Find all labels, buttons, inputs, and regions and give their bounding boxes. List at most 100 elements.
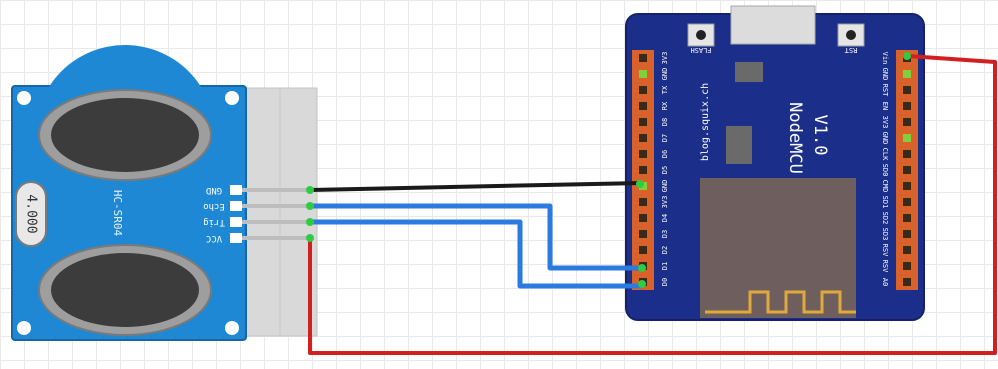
right-pin-label: SD2 — [881, 212, 889, 225]
wire-end — [636, 180, 644, 188]
right-pin-sd1[interactable] — [903, 198, 911, 206]
pin-lead — [242, 188, 310, 192]
wires — [306, 52, 997, 355]
left-pin-d2[interactable] — [639, 246, 647, 254]
hc-sr04-sensor: 4.000 HC-SR04 GND Echo Trig VCC — [11, 45, 310, 341]
left-pin-label: D1 — [661, 262, 669, 270]
right-pin-clk[interactable] — [903, 150, 911, 158]
wire-end — [306, 202, 314, 210]
mount-hole — [225, 91, 239, 105]
right-pin-a0[interactable] — [903, 278, 911, 286]
right-pin-labels: VinGNDRSTEN3V3GNDCLKSD0CMDSD1SD2SD3RSVRS… — [881, 52, 889, 287]
left-pin-d3[interactable] — [639, 230, 647, 238]
right-pin-rsv[interactable] — [903, 246, 911, 254]
right-pin-gnd[interactable] — [903, 134, 911, 142]
left-pin-gnd[interactable] — [639, 70, 647, 78]
sensor-pin-vcc[interactable] — [230, 233, 242, 243]
usb-serial-chip — [726, 126, 752, 164]
left-pin-d7[interactable] — [639, 134, 647, 142]
left-pin-label: GND — [661, 180, 669, 193]
esp-module — [700, 178, 856, 318]
wire-end — [638, 264, 646, 272]
wire-end — [903, 52, 911, 60]
left-pin-label: GND — [661, 68, 669, 81]
left-pin-label: D6 — [661, 150, 669, 158]
left-pin-label: D5 — [661, 166, 669, 174]
left-pin-d6[interactable] — [639, 150, 647, 158]
right-pin-cmd[interactable] — [903, 182, 911, 190]
left-pin-rx[interactable] — [639, 102, 647, 110]
antenna-trace — [705, 290, 856, 314]
right-pin-label: RSV — [881, 260, 889, 273]
vcc-wire[interactable] — [308, 54, 997, 355]
ldo-chip — [735, 62, 763, 82]
left-pin-label: D3 — [661, 230, 669, 238]
right-pin-gnd[interactable] — [903, 70, 911, 78]
rst-button[interactable] — [837, 23, 865, 47]
left-pin-3v3[interactable] — [639, 198, 647, 206]
sensor-pin-echo[interactable] — [230, 201, 242, 211]
board-site: blog.squix.ch — [700, 83, 711, 161]
pin-lead — [242, 236, 310, 240]
trig-wire[interactable] — [310, 219, 642, 289]
transducer-top — [35, 45, 215, 225]
right-pin-label: GND — [881, 68, 889, 81]
left-pin-tx[interactable] — [639, 86, 647, 94]
left-pin-label: D0 — [661, 278, 669, 286]
right-pin-label: SD3 — [881, 228, 889, 241]
usb-connector — [730, 5, 816, 45]
sensor-pin-echo-label: Echo — [203, 201, 225, 211]
left-pin-d5[interactable] — [639, 166, 647, 174]
left-pin-label: RX — [661, 101, 669, 110]
wire-end — [306, 186, 314, 194]
board-version: V1.0 — [810, 115, 830, 156]
right-pin-rsv[interactable] — [903, 262, 911, 270]
sensor-pin-gnd[interactable] — [230, 185, 242, 195]
right-pin-3v3[interactable] — [903, 118, 911, 126]
breadboard-strip — [244, 87, 318, 337]
flash-button[interactable] — [687, 23, 715, 47]
left-pin-label: TX — [661, 85, 669, 94]
flash-label: FLASH — [690, 46, 711, 54]
left-pin-d4[interactable] — [639, 214, 647, 222]
right-pin-en[interactable] — [903, 102, 911, 110]
sensor-pin-gnd-label: GND — [206, 185, 222, 195]
mount-hole — [225, 321, 239, 335]
sensor-model-label: HC-SR04 — [111, 190, 124, 237]
right-pin-rst[interactable] — [903, 86, 911, 94]
left-pin-label: 3V3 — [661, 196, 669, 209]
sensor-pin-trig[interactable] — [230, 217, 242, 227]
rst-label: RST — [844, 46, 857, 54]
wire-end — [306, 218, 314, 226]
sensor-pin-trig-label: Trig — [203, 217, 225, 227]
right-pin-sd3[interactable] — [903, 230, 911, 238]
wire-end — [306, 234, 314, 242]
right-pin-label: CLK — [881, 148, 889, 161]
right-pin-label: RSV — [881, 244, 889, 257]
right-pin-label: CMD — [881, 180, 889, 193]
board-name: NodeMCU — [785, 102, 805, 174]
right-pin-label: A0 — [881, 278, 889, 286]
pin-lead — [242, 220, 310, 224]
wire-end — [638, 280, 646, 288]
right-pin-sd0[interactable] — [903, 166, 911, 174]
pin-lead — [242, 204, 310, 208]
right-pin-label: SD0 — [881, 164, 889, 177]
mount-hole — [17, 91, 31, 105]
transducer-bottom — [38, 244, 212, 336]
right-pin-label: SD1 — [881, 196, 889, 209]
left-pin-label: D8 — [661, 118, 669, 126]
left-pin-label: 3V3 — [661, 52, 669, 65]
echo-wire[interactable] — [310, 203, 642, 271]
left-pin-label: D7 — [661, 134, 669, 142]
crystal-label: 4.000 — [24, 194, 39, 233]
gnd-wire[interactable] — [309, 181, 641, 192]
right-pin-label: Vin — [881, 52, 889, 65]
right-pin-label: 3V3 — [881, 116, 889, 129]
right-pin-sd2[interactable] — [903, 214, 911, 222]
mount-hole — [17, 321, 31, 335]
left-pin-3v3[interactable] — [639, 54, 647, 62]
left-pin-d8[interactable] — [639, 118, 647, 126]
